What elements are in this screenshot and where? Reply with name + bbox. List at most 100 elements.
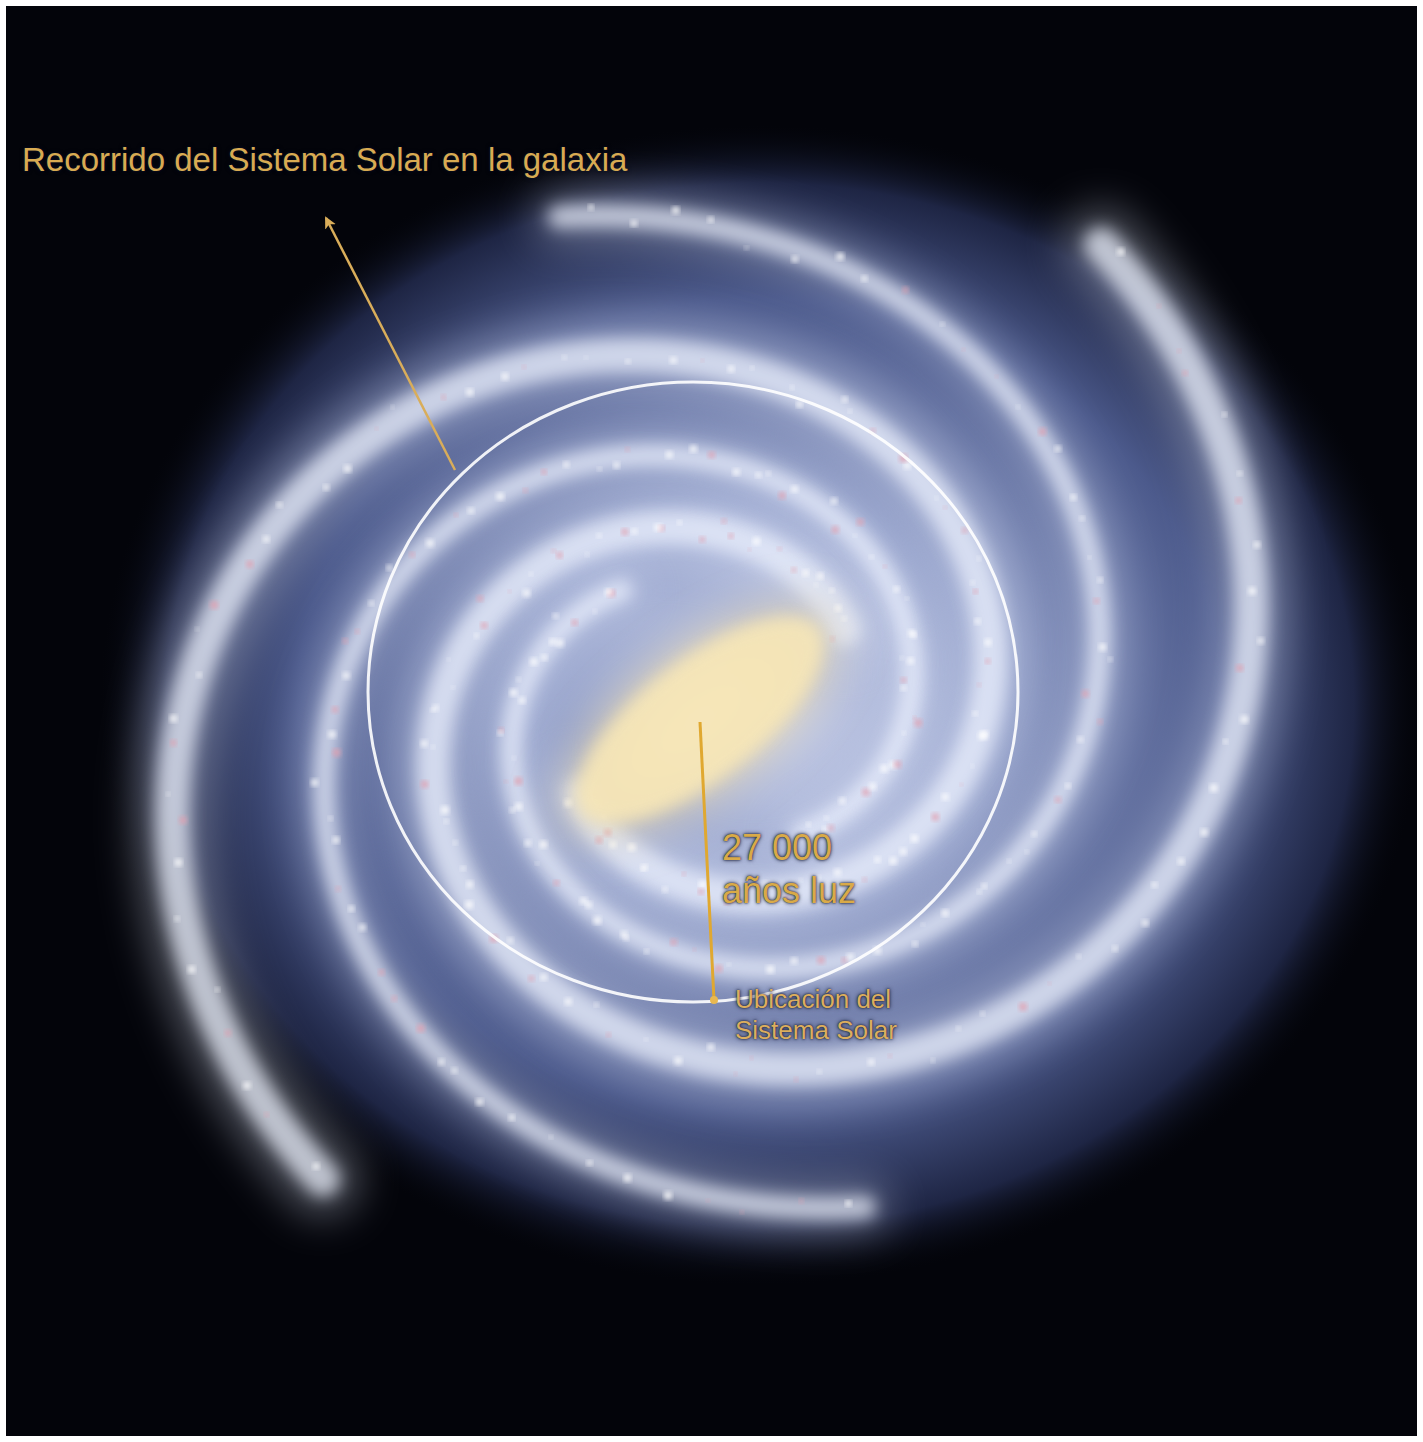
star-cluster (881, 765, 889, 773)
star-cluster (1098, 719, 1103, 724)
star-cluster (1025, 850, 1029, 854)
star-cluster (1236, 664, 1243, 671)
star-cluster (975, 618, 981, 624)
star-cluster (767, 966, 775, 974)
star-cluster (509, 1115, 515, 1121)
star-cluster (1039, 428, 1046, 435)
star-cluster (1094, 598, 1099, 603)
star-cluster (706, 1199, 709, 1202)
star-cluster (343, 672, 350, 679)
star-cluster (391, 406, 394, 409)
star-cluster (328, 731, 335, 738)
star-cluster (894, 761, 901, 768)
star-cluster (863, 878, 867, 882)
star-cluster (540, 841, 547, 848)
leader-caption: Recorrido del Sistema Solar en la galaxi… (22, 140, 782, 180)
star-cluster (806, 822, 811, 827)
star-cluster (587, 1160, 593, 1166)
star-cluster (1070, 494, 1076, 500)
star-cluster (563, 462, 569, 468)
star-cluster (1032, 831, 1037, 836)
star-cluster (502, 373, 509, 380)
star-cluster (908, 630, 915, 637)
star-cluster (750, 366, 754, 370)
star-cluster (621, 529, 628, 536)
star-cluster (942, 794, 949, 801)
star-cluster (565, 998, 572, 1005)
star-cluster (707, 1044, 714, 1051)
star-cluster (803, 570, 809, 576)
star-cluster (1048, 982, 1051, 985)
star-cluster (868, 1059, 874, 1065)
star-cluster (497, 493, 505, 501)
star-cluster (210, 601, 218, 609)
star-cluster (588, 205, 593, 210)
star-cluster (904, 462, 911, 469)
star-cluster (903, 287, 909, 293)
star-cluster (1113, 946, 1118, 951)
star-cluster (515, 777, 523, 785)
star-cluster (734, 1072, 737, 1075)
star-cluster (842, 397, 848, 403)
star-cluster (817, 957, 824, 964)
star-cluster (606, 1033, 610, 1037)
star-cluster (313, 1163, 319, 1169)
star-cluster (510, 808, 515, 813)
star-cluster (468, 508, 474, 514)
star-cluster (1066, 783, 1071, 788)
star-cluster (410, 552, 415, 557)
star-cluster (525, 840, 531, 846)
star-cluster (944, 506, 947, 509)
star-cluster (529, 573, 533, 577)
star-cluster (728, 533, 733, 538)
star-cluster (766, 471, 770, 475)
star-cluster (426, 539, 433, 546)
star-cluster (594, 917, 602, 925)
star-cluster (664, 1192, 672, 1200)
star-cluster (556, 639, 564, 647)
star-cluster (791, 958, 798, 965)
star-cluster (715, 965, 722, 972)
star-cluster (942, 910, 949, 917)
star-cluster (541, 469, 546, 474)
star-cluster (748, 548, 751, 551)
star-cluster (431, 708, 435, 712)
star-cluster (1019, 1003, 1027, 1011)
star-cluster (977, 890, 981, 894)
star-cluster (523, 589, 530, 596)
star-cluster (870, 555, 874, 559)
star-cluster (453, 841, 457, 845)
star-cluster (263, 536, 269, 542)
star-cluster (498, 731, 503, 736)
star-cluster (417, 1025, 425, 1033)
star-cluster (1142, 920, 1148, 926)
star-cluster (594, 1003, 598, 1007)
star-cluster (1077, 955, 1081, 959)
star-cluster (832, 526, 839, 533)
star-cluster (585, 356, 588, 359)
star-cluster (745, 246, 749, 250)
star-cluster (1223, 739, 1228, 744)
star-cluster (913, 941, 918, 946)
star-cluster (1017, 405, 1020, 408)
distance-label: 27 000 años luz (722, 826, 897, 912)
star-cluster (641, 864, 647, 870)
star-cluster (607, 589, 611, 593)
star-cluster (465, 901, 473, 909)
star-cluster (243, 1082, 250, 1089)
star-cluster (839, 798, 845, 804)
star-cluster (985, 639, 992, 646)
star-cluster (848, 409, 852, 413)
star-cluster (693, 948, 696, 951)
star-cluster (1007, 860, 1011, 864)
star-cluster (931, 1059, 935, 1063)
star-cluster (847, 954, 854, 961)
star-cluster (329, 816, 333, 820)
star-cluster (441, 395, 446, 400)
star-cluster (1108, 657, 1112, 661)
star-cluster (1055, 797, 1061, 803)
star-cluster (557, 552, 563, 558)
star-cluster (195, 627, 198, 630)
star-cluster (512, 757, 515, 760)
star-cluster (900, 848, 907, 855)
